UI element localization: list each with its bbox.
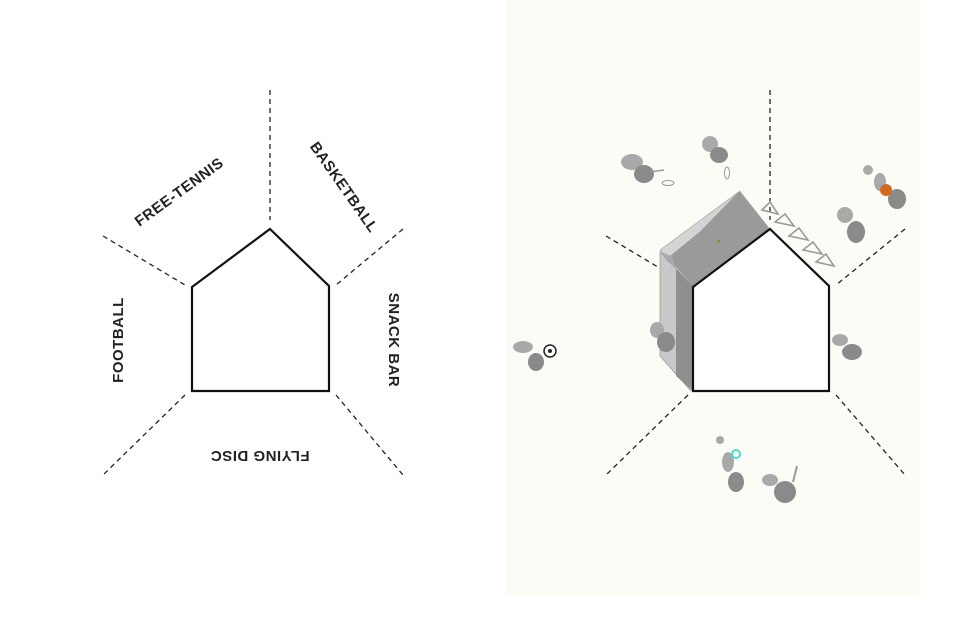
label-flying-disc: FLYING DISC <box>210 447 309 464</box>
divider-upper-left <box>605 235 689 286</box>
axonometric-illustration <box>505 0 920 595</box>
label-snack-bar: SNACK BAR <box>385 293 402 388</box>
label-basketball: BASKETBALL <box>306 139 381 236</box>
person-seated-icon <box>650 322 675 352</box>
divider-lower-left <box>102 394 186 476</box>
divider-upper-right <box>835 228 906 286</box>
person-football-player-icon <box>513 341 557 371</box>
person-basketball-player-icon <box>837 207 865 243</box>
person-tennis-player-icon <box>621 154 675 186</box>
bike-rack-icon <box>760 200 836 268</box>
basketball-icon <box>880 184 892 196</box>
person-tennis-player-icon <box>702 136 730 180</box>
zoning-diagram: FREE-TENNIS BASKETBALL FOOTBALL SNACK BA… <box>102 90 404 476</box>
divider-upper-left <box>102 235 186 286</box>
label-football: FOOTBALL <box>110 297 127 383</box>
divider-upper-right <box>335 228 404 286</box>
house-outline <box>691 227 831 393</box>
building-extrusion <box>659 190 770 392</box>
divider-lower-left <box>605 394 689 476</box>
person-frisbee-player-icon <box>716 436 744 492</box>
person-snack-bar-icon <box>832 334 862 360</box>
divider-lower-right <box>335 394 404 476</box>
house-outline <box>190 227 331 393</box>
person-basketball-player-icon <box>863 165 906 209</box>
frisbee-icon <box>731 449 741 459</box>
person-frisbee-player-icon <box>762 465 798 503</box>
label-free-tennis: FREE-TENNIS <box>132 154 227 230</box>
